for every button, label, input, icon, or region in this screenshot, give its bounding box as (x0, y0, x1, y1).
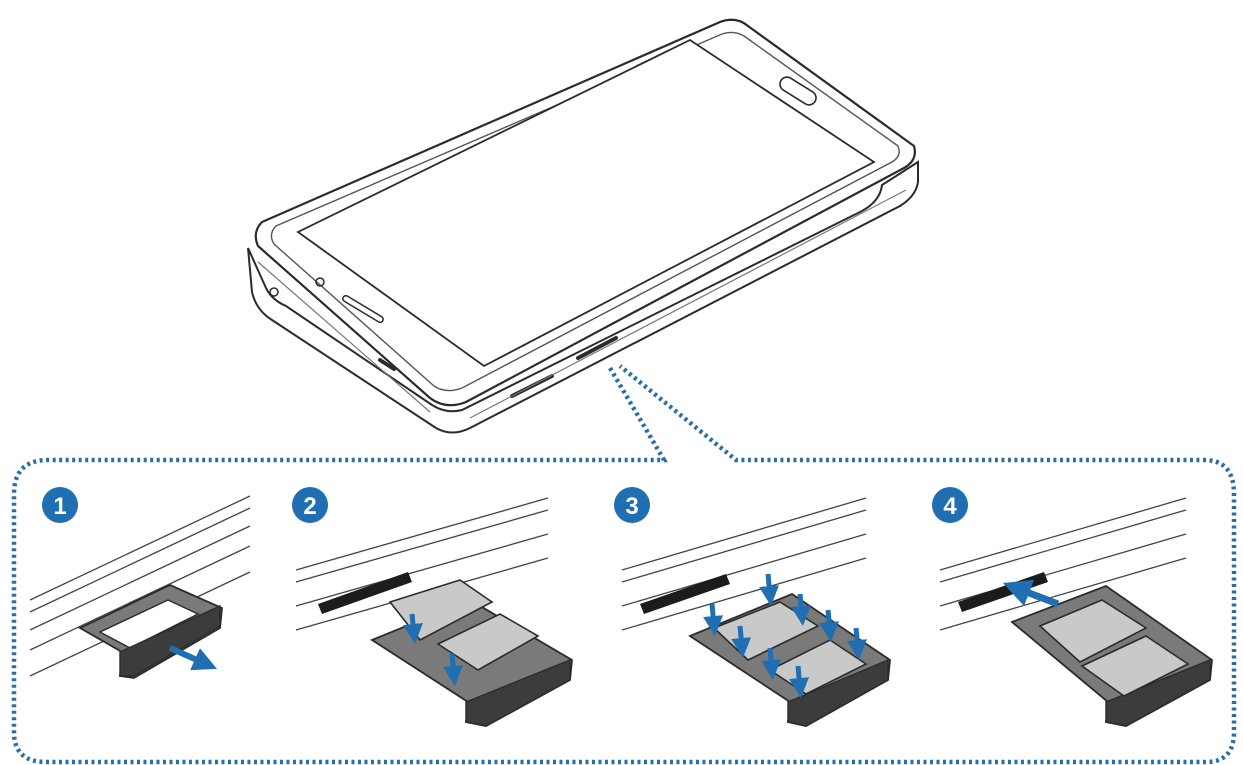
step-badge-4: 4 (932, 487, 968, 523)
tablet-phone-icon (247, 18, 919, 434)
step-number: 4 (943, 493, 957, 520)
front-camera-icon (315, 277, 325, 287)
step-number: 2 (303, 493, 316, 520)
step-badge-1: 1 (42, 487, 78, 523)
blue-arrow-icon (847, 627, 868, 660)
tray-tab (787, 658, 889, 727)
step-3-panel (621, 497, 891, 727)
blue-arrow-icon (168, 645, 217, 671)
sim-card-icon (1080, 635, 1190, 697)
blue-arrow-icon (759, 573, 780, 606)
blue-arrow-icon (791, 593, 812, 626)
step-badge-circle (292, 487, 328, 523)
tray-tab (465, 658, 571, 727)
blue-arrow-icon (789, 665, 810, 698)
step-badge-circle (614, 487, 650, 523)
blue-arrow-icon (731, 625, 752, 658)
step-badge-3: 3 (614, 487, 650, 523)
headphone-jack-icon (269, 287, 279, 297)
step-number: 3 (625, 493, 638, 520)
device-side (247, 160, 919, 434)
step-number: 1 (53, 493, 66, 520)
sim-slot-icon (576, 336, 618, 360)
device-screen (296, 38, 876, 368)
step-badge-circle (932, 487, 968, 523)
step-4-panel (939, 497, 1213, 727)
sim-slot-icon (318, 572, 412, 614)
step-1-panel (29, 495, 251, 679)
home-button[interactable] (777, 74, 818, 107)
step-2-panel (295, 497, 573, 727)
sim-card-icon (1038, 599, 1148, 663)
tray-opening (98, 599, 200, 649)
step-badge-circle (42, 487, 78, 523)
blue-arrow-icon (819, 609, 840, 642)
usb-port-icon (378, 358, 396, 371)
blue-arrow-icon (443, 653, 464, 686)
callout-frame (11, 364, 1237, 765)
sim-card-icon (436, 613, 540, 671)
device-edge-lines (621, 497, 867, 631)
blue-arrow-icon (1002, 579, 1060, 608)
blue-arrow-icon (703, 603, 724, 636)
tray-tab (1105, 658, 1211, 727)
blue-arrow-icon (761, 647, 782, 680)
device-edge-lines (295, 497, 549, 631)
step-badge-2: 2 (292, 487, 328, 523)
blue-arrow-icon (403, 613, 423, 644)
device-bezel (270, 31, 900, 392)
earpiece-speaker (342, 294, 384, 324)
sim-slot-icon (640, 574, 730, 614)
side-edge-line (257, 189, 907, 419)
